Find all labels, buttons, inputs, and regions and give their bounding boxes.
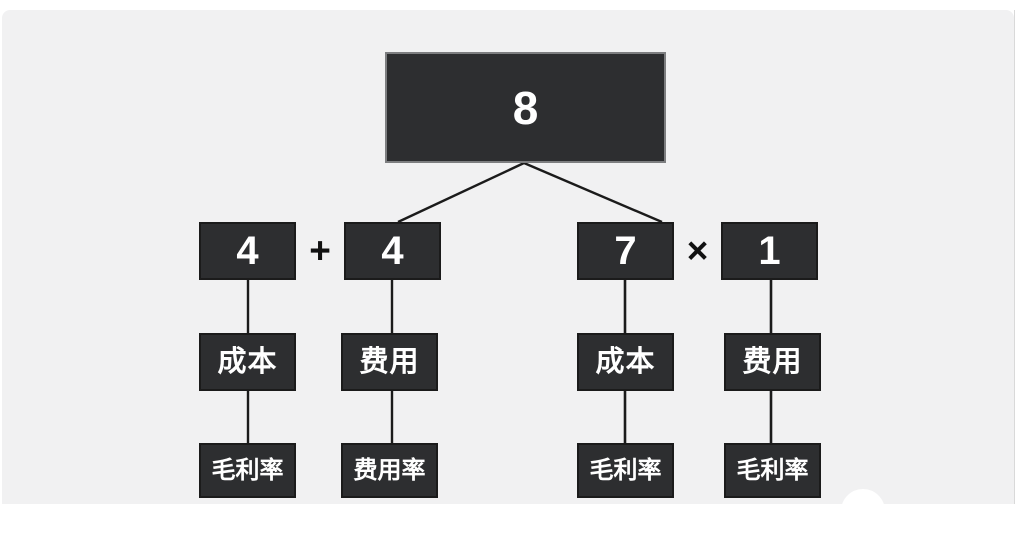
node-gross-margin-3: 毛利率	[724, 443, 821, 498]
node-cost-right: 成本	[577, 333, 674, 391]
node-gross-margin-1: 毛利率	[199, 443, 296, 498]
node-expense-right: 费用	[724, 333, 821, 391]
operator-plus: +	[309, 230, 331, 271]
node-level2-left-2: 4	[344, 222, 441, 280]
node-expense-ratio: 费用率	[341, 443, 438, 498]
operator-multiply: ×	[686, 230, 709, 271]
node-level2-right-1: 7	[577, 222, 674, 280]
node-expense-left: 费用	[341, 333, 438, 391]
node-root: 8	[385, 52, 666, 163]
node-level2-left-1: 4	[199, 222, 296, 280]
node-level2-right-2: 1	[721, 222, 818, 280]
node-gross-margin-2: 毛利率	[577, 443, 674, 498]
bottom-right-white-circle	[841, 489, 885, 533]
node-cost-left: 成本	[199, 333, 296, 391]
panel-right-edge-line	[1014, 10, 1015, 504]
